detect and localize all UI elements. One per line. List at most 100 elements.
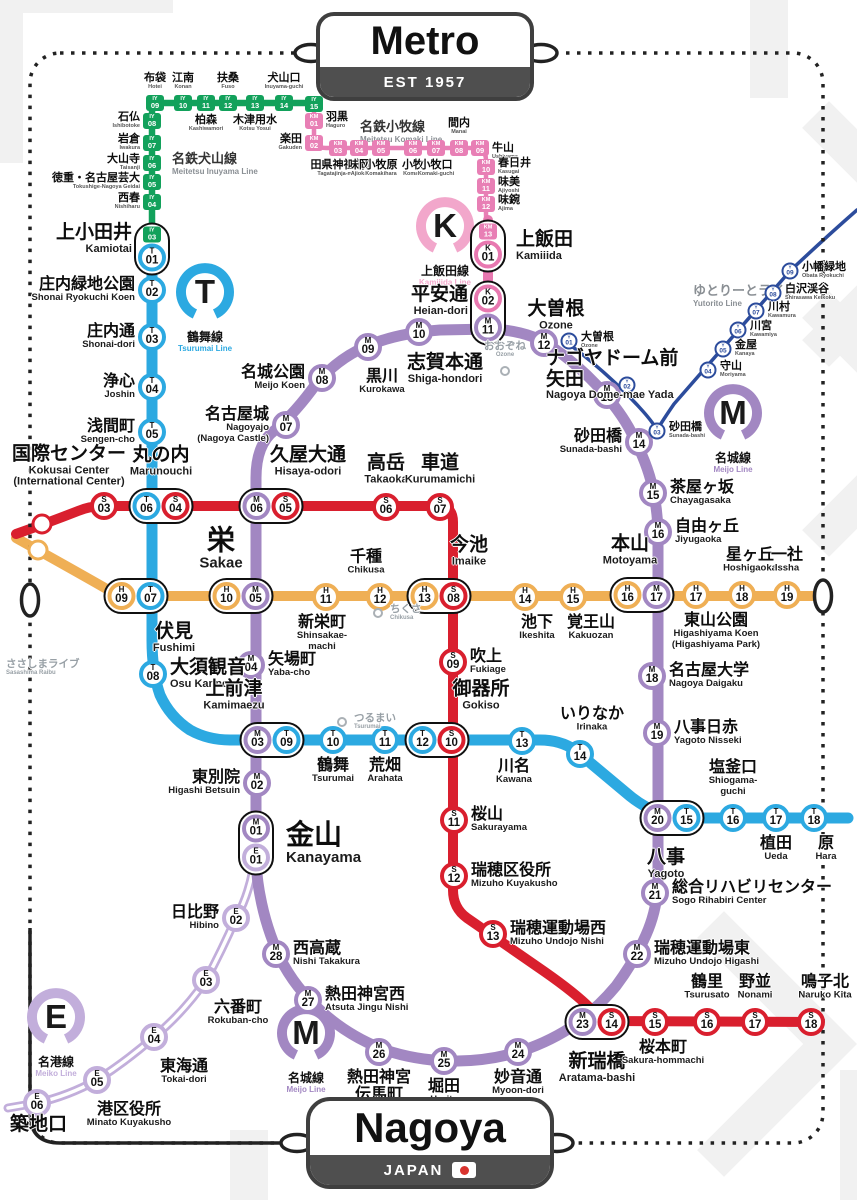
clipped-station-stub — [31, 513, 53, 535]
svg-text:E: E — [45, 998, 67, 1035]
line-logo-ring: T — [176, 263, 234, 319]
frame-connector — [19, 582, 41, 618]
station-tsurumai-jr — [337, 717, 347, 727]
line-logo-ring: M — [704, 384, 762, 440]
station-ozone-jr-marker — [500, 366, 510, 376]
japan-flag-icon — [452, 1162, 477, 1178]
svg-text:M: M — [719, 394, 747, 431]
nagoya-title-box: Nagoya JAPAN — [306, 1097, 554, 1189]
svg-text:T: T — [195, 273, 215, 310]
clipped-station-stub-marker — [27, 539, 49, 561]
